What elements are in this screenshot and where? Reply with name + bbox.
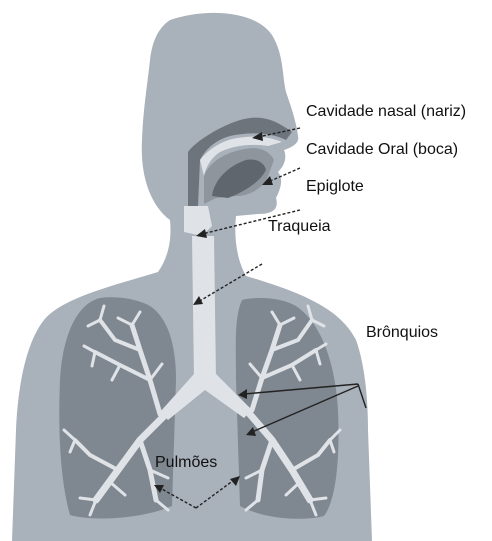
label-nasal-cavity: Cavidade nasal (nariz) [306, 103, 466, 121]
label-traqueia: Traqueia [268, 218, 331, 236]
trachea [192, 236, 216, 388]
label-epiglote: Epiglote [306, 178, 364, 196]
label-oral-cavity: Cavidade Oral (boca) [306, 141, 458, 159]
label-pulmoes: Pulmões [155, 454, 217, 472]
label-bronquios: Brônquios [366, 324, 438, 342]
